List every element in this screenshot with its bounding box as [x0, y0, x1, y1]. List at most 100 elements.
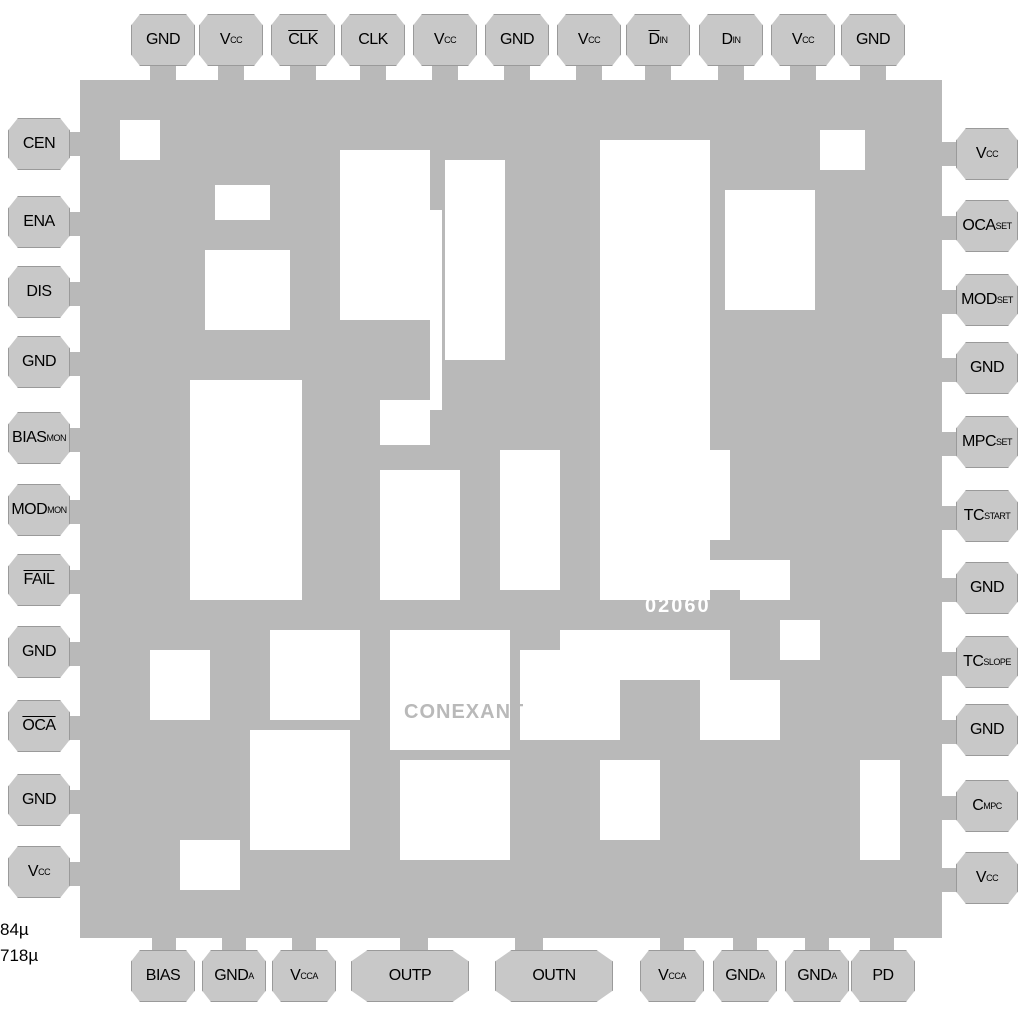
- pad-label: MOD: [961, 291, 997, 308]
- pad-label-subscript: CC: [802, 35, 815, 45]
- pad-label: TC: [963, 507, 985, 524]
- pad-label: GND: [969, 359, 1005, 376]
- pad-label-subscript: MON: [47, 505, 67, 515]
- pad-label: V: [290, 967, 301, 984]
- pad-label: GND: [969, 721, 1005, 738]
- pad-label-subscript: SLOPE: [983, 657, 1011, 667]
- pad-label: GND: [725, 967, 760, 984]
- pad-label: V: [975, 145, 987, 162]
- pad-label: GND: [499, 31, 535, 48]
- pad-stubs: [66, 62, 958, 958]
- pad-label-subscript: CCA: [300, 971, 318, 981]
- pad-label: TC: [963, 653, 984, 670]
- pad-label: MPC: [961, 433, 997, 450]
- pad-label: GND: [21, 353, 57, 370]
- pad-right-gnd: GND: [956, 562, 1018, 614]
- pad-label-subscript: START: [984, 511, 1011, 521]
- pad-label-subscript: CC: [230, 35, 243, 45]
- pad-label-subscript: CC: [38, 867, 51, 877]
- pad-top-gnd: GND: [131, 14, 195, 66]
- pad-label: GND: [214, 967, 249, 984]
- pad-left-gnd: GND: [8, 336, 70, 388]
- pad-label: V: [27, 863, 39, 880]
- pad-left-dis: DIS: [8, 266, 70, 318]
- pad-label: DIS: [26, 283, 52, 300]
- pad-label: V: [791, 31, 803, 48]
- pad-label: D: [721, 31, 733, 48]
- pad-bottom-outn: OUTN: [495, 950, 613, 1002]
- circuit-voids: [120, 120, 900, 890]
- pad-label: OCA: [962, 217, 996, 234]
- pad-label: GND: [145, 31, 181, 48]
- pad-label-subscript: A: [759, 971, 765, 981]
- pad-label: V: [975, 869, 987, 886]
- pad-label-subscript: MPC: [983, 801, 1002, 811]
- pad-label: V: [658, 967, 669, 984]
- pad-left-gnd: GND: [8, 774, 70, 826]
- pad-label: BIAS: [12, 429, 47, 446]
- pad-label-subscript: SET: [995, 221, 1013, 231]
- pad-label: BIAS: [145, 967, 181, 984]
- pad-label-subscript: CC: [986, 149, 999, 159]
- pad-label: D: [648, 31, 660, 48]
- pad-label-subscript: CCA: [668, 971, 686, 981]
- pad-label: ENA: [23, 213, 55, 230]
- pad-label-subscript: SET: [996, 437, 1013, 447]
- pad-label-subscript: CC: [444, 35, 457, 45]
- pad-left-fail: FAIL: [8, 554, 70, 606]
- pad-top-clk: CLK: [341, 14, 405, 66]
- pad-bottom-outp: OUTP: [351, 950, 469, 1002]
- pad-label-subscript: MON: [46, 433, 66, 443]
- pad-top-clk: CLK: [271, 14, 335, 66]
- pad-left-ena: ENA: [8, 196, 70, 248]
- pad-label: OUTN: [532, 967, 576, 984]
- pad-label: OCA: [22, 717, 56, 734]
- pad-left-oca: OCA: [8, 700, 70, 752]
- pad-label: MOD: [11, 501, 48, 518]
- pad-label-subscript: A: [248, 971, 254, 981]
- pad-label: C: [972, 797, 984, 814]
- pad-label: V: [219, 31, 231, 48]
- dimension-height: 718µ: [0, 946, 39, 965]
- pad-top-gnd: GND: [485, 14, 549, 66]
- pad-top-gnd: GND: [841, 14, 905, 66]
- pad-label: PD: [872, 967, 894, 984]
- pad-label: CLK: [288, 31, 318, 48]
- pad-left-gnd: GND: [8, 626, 70, 678]
- pad-label: GND: [969, 579, 1005, 596]
- die-brand-mark: CONEXANT: [404, 701, 524, 723]
- pad-label: OUTP: [388, 967, 432, 984]
- die-part-number: 02060: [645, 595, 711, 617]
- pad-label-subscript: IN: [659, 35, 669, 45]
- pad-label: V: [433, 31, 445, 48]
- pad-bottom-pd: PD: [851, 950, 915, 1002]
- pad-label-subscript: IN: [732, 35, 742, 45]
- pad-label: GND: [797, 967, 832, 984]
- pad-label: V: [577, 31, 589, 48]
- pad-right-gnd: GND: [956, 704, 1018, 756]
- pad-label: FAIL: [23, 571, 55, 588]
- pad-label-subscript: SET: [996, 295, 1014, 305]
- dimension-width: 84µ: [0, 920, 29, 939]
- pad-label: GND: [855, 31, 891, 48]
- pad-bottom-bias: BIAS: [131, 950, 195, 1002]
